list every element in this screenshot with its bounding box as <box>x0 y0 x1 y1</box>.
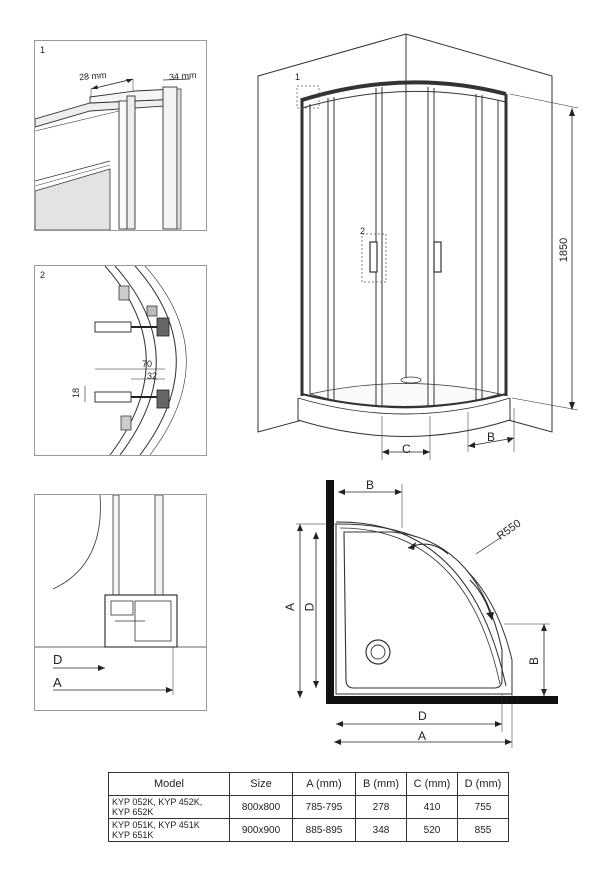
enclosure-callout-1: 1 <box>295 72 301 82</box>
cell-model: KYP 051K, KYP 451K KYP 651K <box>108 818 230 842</box>
enclosure-height-label: 1850 <box>558 237 571 263</box>
enclosure-label-c: C <box>402 442 411 456</box>
detail-1-drawing <box>35 78 191 230</box>
detail-1-panel: 1 28 mm 34 mm <box>34 40 207 231</box>
plan-label-a-bottom: A <box>418 729 427 743</box>
detail-1-number: 1 <box>40 45 46 55</box>
cell-size: 900x900 <box>229 818 293 842</box>
enclosure-perspective <box>257 33 579 460</box>
plan-label-a-left: A <box>283 602 298 612</box>
header-c: C (mm) <box>406 772 458 796</box>
detail-2-number: 2 <box>40 270 46 280</box>
model-line-2: KYP 651K <box>112 830 154 840</box>
cell-c: 520 <box>406 818 458 842</box>
header-size: Size <box>229 772 293 796</box>
detail-3-panel: D A <box>34 494 207 711</box>
plan-label-d-left: D <box>302 602 317 612</box>
table-header-row: Model Size A (mm) B (mm) C (mm) D (mm) <box>108 772 509 796</box>
cell-size: 800x800 <box>229 795 293 819</box>
cell-d: 855 <box>457 818 509 842</box>
model-line-1: KYP 052K, KYP 452K, <box>112 797 203 807</box>
cell-a: 785-795 <box>292 795 356 819</box>
header-d: D (mm) <box>457 772 509 796</box>
plan-label-b-right: B <box>527 656 542 666</box>
cell-model: KYP 052K, KYP 452K, KYP 652K <box>108 795 230 819</box>
cell-b: 348 <box>355 818 407 842</box>
plan-label-b-top: B <box>366 478 375 492</box>
header-model: Model <box>108 772 230 796</box>
plan-label-d-bottom: D <box>418 709 427 723</box>
cell-c: 410 <box>406 795 458 819</box>
model-line-2: KYP 652K <box>112 807 154 817</box>
detail-3-label-a: A <box>53 675 62 690</box>
detail-3-drawing <box>35 495 206 695</box>
enclosure-label-b: B <box>487 430 496 444</box>
cell-d: 755 <box>457 795 509 819</box>
cell-b: 278 <box>355 795 407 819</box>
cell-a: 885-895 <box>292 818 356 842</box>
header-b: B (mm) <box>355 772 407 796</box>
plan-view <box>296 480 558 748</box>
model-line-1: KYP 051K, KYP 451K <box>112 820 200 830</box>
table-row: KYP 051K, KYP 451K KYP 651K 900x900 885-… <box>108 818 509 842</box>
header-a: A (mm) <box>292 772 356 796</box>
enclosure-callout-2: 2 <box>360 226 366 236</box>
detail-2-dim-70: 70 <box>142 359 153 369</box>
spec-table: Model Size A (mm) B (mm) C (mm) D (mm) K… <box>108 772 509 842</box>
table-row: KYP 052K, KYP 452K, KYP 652K 800x800 785… <box>108 795 509 819</box>
detail-2-dim-18: 18 <box>71 387 82 399</box>
detail-2-dim-32: 32 <box>147 371 158 381</box>
detail-2-drawing <box>84 266 187 455</box>
detail-3-label-d: D <box>53 652 63 667</box>
detail-2-panel: 2 70 32 18 <box>34 265 207 456</box>
